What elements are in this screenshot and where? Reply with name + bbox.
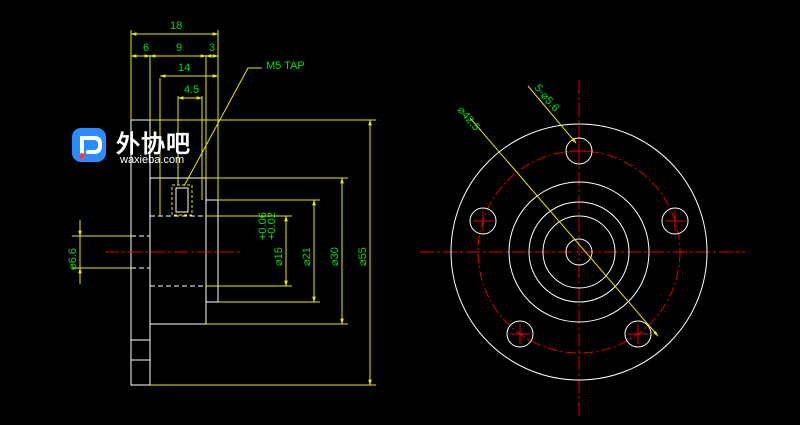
outer-circle [450, 123, 708, 381]
logo-url: waxieba.com [120, 154, 185, 166]
bolt-hole [624, 320, 652, 348]
dim-length14: 14 [178, 62, 190, 74]
circle-bore [565, 238, 593, 266]
dim-pcd: ⌀42.5 [455, 104, 482, 133]
dim-d55: ⌀55 [357, 247, 369, 266]
dim-overall: 18 [170, 20, 182, 32]
circle-d30 [508, 181, 650, 323]
circle-d21 [528, 201, 630, 303]
bolt-hole [469, 207, 497, 235]
circle-d15 [542, 215, 616, 289]
tap-label: M5 TAP [266, 60, 305, 72]
front-dimensions [469, 85, 659, 337]
dim-step: 3 [209, 42, 215, 54]
step-outline [205, 199, 219, 303]
dim-body: 9 [176, 42, 182, 54]
bolt-hole [506, 320, 534, 348]
logo-icon [72, 128, 106, 162]
tap-hole [171, 184, 193, 216]
tolerance-lower: +0.02 [266, 212, 278, 240]
tolerance-upper: +0.06 [257, 212, 269, 240]
front-view [420, 80, 745, 418]
dim-tap-offset: 4.5 [184, 84, 199, 96]
dim-holes: 5-⌀5.6 [532, 82, 562, 114]
side-dimensions [72, 30, 376, 386]
dim-d21: ⌀21 [301, 247, 313, 266]
watermark-logo: 外协吧 waxieba.com [70, 122, 220, 170]
dim-flange: 6 [143, 42, 149, 54]
bolt-hole [661, 207, 689, 235]
bolt-hole [565, 137, 593, 165]
dim-bore: ⌀6.6 [67, 248, 79, 270]
dim-d15: ⌀15 [273, 247, 285, 266]
dim-d30: ⌀30 [329, 247, 341, 266]
body-outline [149, 177, 207, 325]
logo-name: 外协吧 [116, 130, 191, 158]
